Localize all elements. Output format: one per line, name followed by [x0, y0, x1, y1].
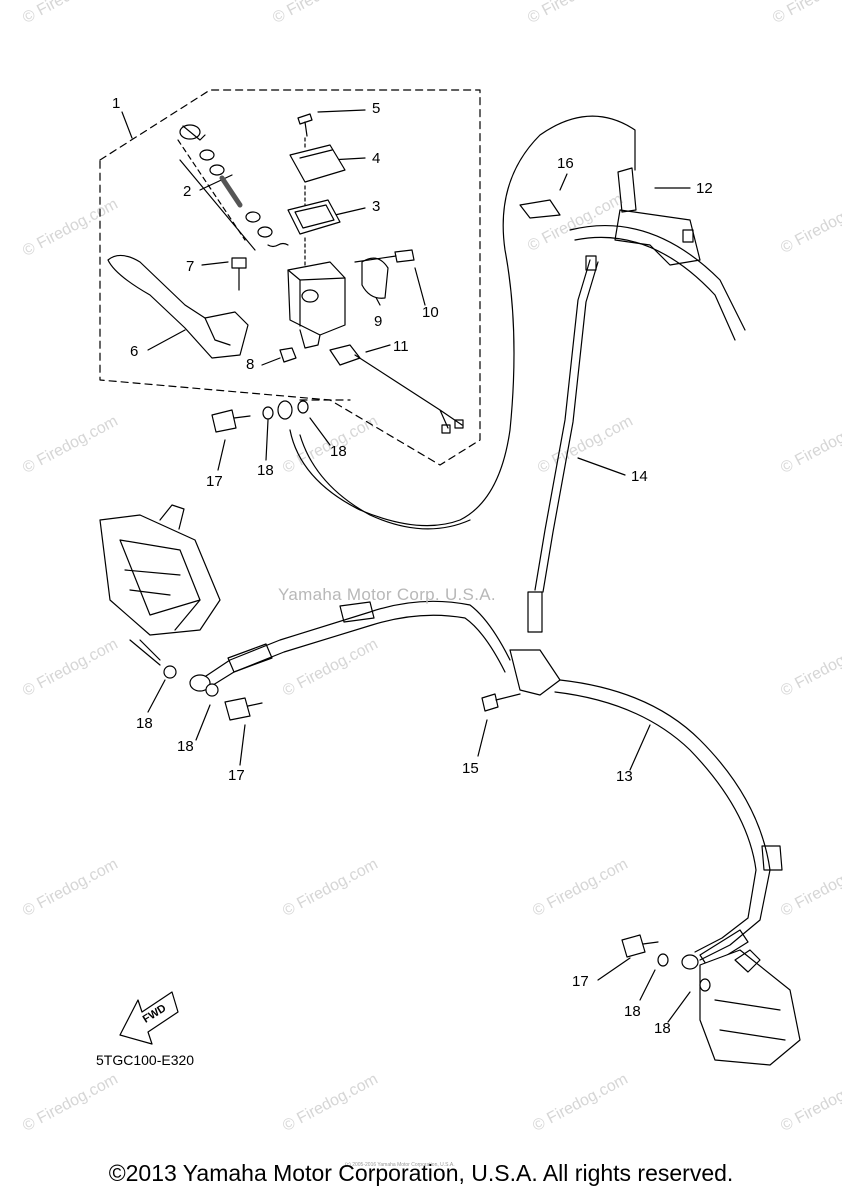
leader-line [309, 417, 331, 446]
diaphragm [287, 199, 341, 235]
master-cylinder [287, 261, 346, 349]
assembly-boundary [99, 89, 481, 466]
screw [297, 113, 313, 137]
leader-line [477, 719, 488, 757]
leader-line [559, 173, 568, 191]
brake-lever [107, 254, 249, 359]
callout-17: 17 [206, 473, 223, 490]
reservoir-cap [289, 144, 346, 183]
callout-14: 14 [631, 468, 648, 485]
leader-line [365, 344, 391, 353]
center-watermark: Yamaha Motor Corp. U.S.A. [278, 585, 496, 604]
leader-line [121, 111, 133, 139]
left-caliper [99, 514, 221, 636]
callout-18: 18 [330, 443, 347, 460]
callout-18: 18 [624, 1003, 641, 1020]
leader-line [317, 109, 366, 113]
leader-line [265, 419, 269, 461]
hose-joint [617, 167, 637, 213]
leader-line [199, 174, 233, 191]
leader-line [147, 679, 166, 713]
part-code: 5TGC100-E320 [96, 1052, 195, 1068]
leader-line [147, 329, 186, 351]
callout-18: 18 [654, 1020, 671, 1037]
brake-hose-13 [559, 679, 771, 961]
pivot-bolt [231, 257, 247, 291]
frame-outline [569, 224, 746, 331]
fwd-arrow [119, 991, 179, 1045]
left-brake-hose [199, 600, 511, 681]
holder-bolt [354, 249, 415, 263]
callout-13: 13 [616, 768, 633, 785]
callout-2: 2 [183, 183, 192, 200]
leader-line [261, 357, 281, 366]
hose-bracket [519, 199, 561, 219]
leader-line [201, 261, 229, 266]
callout-8: 8 [246, 356, 255, 373]
leader-line [217, 439, 226, 471]
leader-line [639, 969, 656, 1001]
callout-17: 17 [572, 973, 589, 990]
callout-1: 1 [112, 95, 121, 112]
leader-line [334, 207, 366, 216]
callout-18: 18 [136, 715, 153, 732]
joint-bolt [481, 693, 521, 712]
callout-10: 10 [422, 304, 439, 321]
brake-hose-14 [534, 259, 591, 591]
callout-16: 16 [557, 155, 574, 172]
left-union-bolt [224, 697, 263, 721]
leader-line [414, 267, 426, 306]
callout-18: 18 [257, 462, 274, 479]
callout-17: 17 [228, 767, 245, 784]
copyright-footer: ©2013 Yamaha Motor Corporation, U.S.A. A… [108, 1160, 734, 1186]
tiny-copyright: (c) 2005-2016 Yamaha Motor Corporation, … [345, 1162, 455, 1168]
callout-6: 6 [130, 343, 139, 360]
upper-brake-hose [289, 115, 636, 527]
callout-12: 12 [696, 180, 713, 197]
leader-line [667, 991, 691, 1023]
right-union-bolt [621, 934, 659, 958]
piston-kit [177, 124, 289, 251]
callout-15: 15 [462, 760, 479, 777]
callout-5: 5 [372, 100, 381, 117]
callout-7: 7 [186, 258, 195, 275]
callout-4: 4 [372, 150, 381, 167]
holder [361, 257, 389, 299]
right-caliper [699, 949, 801, 1066]
callout-9: 9 [374, 313, 383, 330]
callout-18: 18 [177, 738, 194, 755]
callout-11: 11 [393, 338, 409, 355]
leader-line [239, 724, 246, 766]
union-bolt [211, 409, 251, 433]
leader-line [577, 457, 626, 476]
leader-line [139, 639, 161, 661]
nut [279, 347, 297, 363]
three-way-joint [509, 649, 561, 696]
callout-3: 3 [372, 198, 381, 215]
leader-line [597, 957, 631, 981]
leader-line [195, 704, 211, 741]
leader-line [629, 724, 651, 771]
